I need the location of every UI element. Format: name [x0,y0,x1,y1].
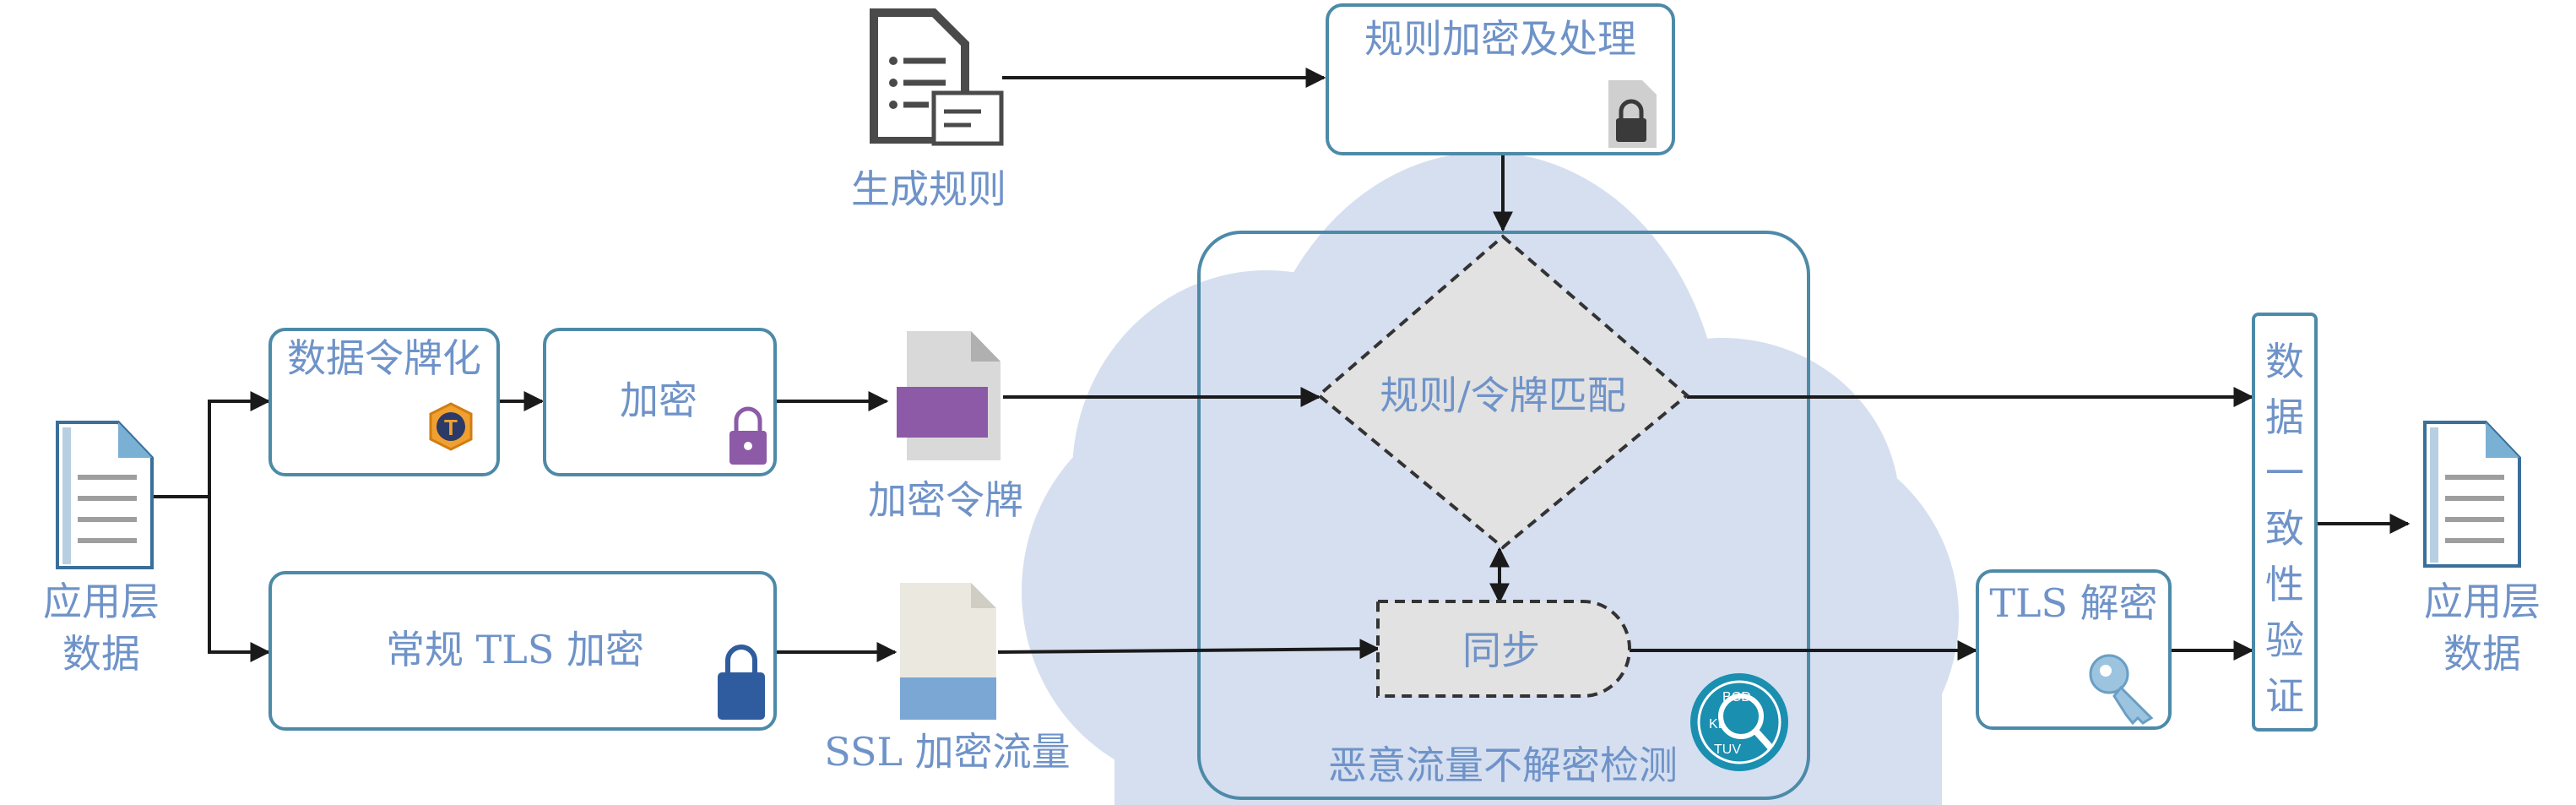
encrypt-label: 加密 [620,378,697,423]
consistency-char-3: 一 [2265,450,2304,496]
document-icon [2423,421,2521,568]
detection-container [1197,231,1810,800]
token-hexagon-icon: T [429,402,473,451]
app-data-right-label-2: 数据 [2443,631,2521,677]
lock-file-icon [1608,80,1657,148]
svg-text:T: T [444,415,458,440]
regular-tls-label: 常规 TLS 加密 [386,627,644,672]
rule-token-match-diamond: 规则/令牌匹配 [1315,234,1690,550]
document-icon [56,421,154,569]
app-data-left-label-1: 应用层 [43,579,160,624]
regular-tls-box: 常规 TLS 加密 [268,571,777,731]
consistency-char-1: 数 [2265,339,2304,384]
svg-text:KL: KL [1709,717,1726,732]
ssl-file-icon [900,583,996,720]
consistency-char-2: 据 [2265,394,2304,440]
arrows [154,68,2411,662]
svg-text:BCD: BCD [1722,690,1751,704]
sync-shape: 同步 [1376,600,1631,698]
app-data-right-label-1: 应用层 [2424,579,2541,624]
ssl-traffic-label: SSL 加密流量 [824,729,1070,775]
detection-label: 恶意流量不解密检测 [1328,742,1678,788]
lock-icon [729,406,767,465]
tokenize-box: 数据令牌化 T [268,328,500,476]
rule-encrypt-box: 规则加密及处理 [1326,3,1675,155]
encrypt-box: 加密 [543,328,777,476]
consistency-char-5: 性 [2265,562,2304,607]
tls-decrypt-label: TLS 解密 [1989,580,2157,626]
tls-decrypt-box: TLS 解密 [1976,569,2172,730]
consistency-char-7: 证 [2265,673,2304,719]
rule-encrypt-label: 规则加密及处理 [1364,16,1636,62]
consistency-check-box: 数 据 一 致 性 验 证 [2252,313,2318,732]
magnifier-icon: BCD KL TUV [1690,673,1788,771]
app-data-right: 应用层 数据 [2423,421,2541,677]
lock-icon [718,645,765,720]
consistency-char-6: 验 [2265,617,2304,663]
key-icon [2089,654,2154,726]
encrypted-file-icon [897,331,1001,460]
svg-text:TUV: TUV [1714,742,1741,757]
rules-document-icon [870,8,1004,146]
app-data-left: 应用层 数据 [43,421,160,677]
sync-label: 同步 [1462,628,1540,673]
consistency-char-4: 致 [2265,506,2304,552]
encrypted-token-label: 加密令牌 [868,477,1023,523]
generate-rules-label: 生成规则 [851,166,1006,212]
app-data-left-label-2: 数据 [62,631,140,677]
rule-token-match-label: 规则/令牌匹配 [1380,373,1626,418]
tokenize-label: 数据令牌化 [287,335,481,381]
